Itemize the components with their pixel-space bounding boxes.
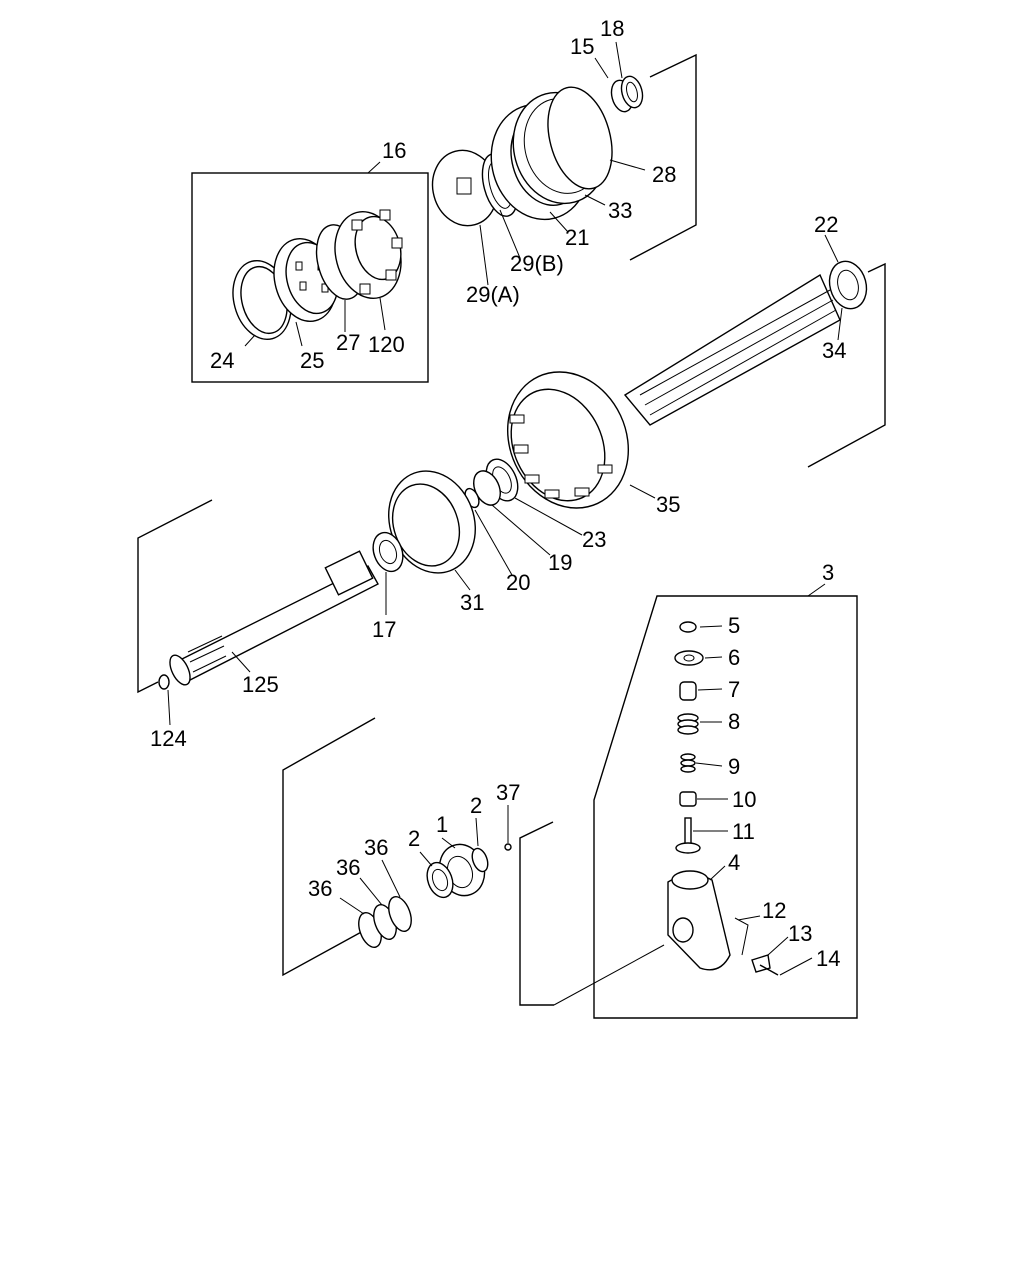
label-part-6: 6 [728,645,740,670]
top-bracket-lines [629,53,697,261]
part-35-clutch-drum-shaft [506,273,841,509]
part-7-cap [679,681,697,701]
label-part-124: 124 [150,726,187,751]
part-17-washer [372,531,404,573]
label-part-13: 13 [788,921,812,946]
part-120-carrier [334,209,403,300]
label-part-5: 5 [728,613,740,638]
label-part-36-middle: 36 [336,855,360,880]
group-16-box [191,161,429,383]
part-37-ball [504,843,512,851]
label-part-27: 27 [336,330,360,355]
top-pack-leaders [479,41,646,286]
label-part-36-bottom: 36 [308,876,332,901]
part-6-washer [674,650,704,666]
label-part-35: 35 [656,492,680,517]
label-part-20: 20 [506,570,530,595]
label-part-16: 16 [382,138,406,163]
part-18-bearing [620,75,644,109]
label-part-19: 19 [548,550,572,575]
label-part-4: 4 [728,850,740,875]
label-part-21: 21 [565,225,589,250]
part-12-bracket [734,917,749,956]
label-part-7: 7 [728,677,740,702]
label-part-33: 33 [608,198,632,223]
label-part-9: 9 [728,754,740,779]
label-part-2-left: 2 [408,826,420,851]
part-125-input-shaft [169,550,379,686]
label-part-12: 12 [762,898,786,923]
part-5-clip [679,621,697,633]
label-part-34: 34 [822,338,846,363]
part-8-spring [677,713,699,735]
label-part-2-right: 2 [470,793,482,818]
part-28-gear [547,86,613,190]
part-11-pin [675,817,701,854]
label-part-25: 25 [300,348,324,373]
label-part-29a: 29(A) [466,282,520,307]
label-part-36-top: 36 [364,835,388,860]
input-shaft-leaders [167,651,251,726]
label-part-125: 125 [242,672,279,697]
center-leaders [385,234,843,615]
label-part-29b: 29(B) [510,251,564,276]
part-4-valve-body [667,870,731,971]
part-124-snap-ring [158,674,170,690]
part-2-ring [426,861,454,899]
label-part-15: 15 [570,34,594,59]
label-part-17: 17 [372,617,396,642]
part-36-seal-rings [358,896,412,948]
label-part-22: 22 [814,212,838,237]
label-part-23: 23 [582,527,606,552]
part-14-bolt [759,964,779,976]
part-2-ring-b [471,847,489,873]
part-22-bearing [828,260,868,310]
lower-leaders [339,805,509,915]
label-part-14: 14 [816,946,840,971]
part-9-spring [680,753,696,773]
part-labels: 16 24 25 27 120 18 15 28 33 21 29(B) 29(… [150,16,846,971]
label-part-28: 28 [652,162,676,187]
label-part-1: 1 [436,812,448,837]
label-part-37: 37 [496,780,520,805]
part-10-plug [679,791,697,807]
label-part-31: 31 [460,590,484,615]
right-bracket-lines [807,262,886,468]
left-bracket-lines [137,499,213,694]
label-part-120: 120 [368,332,405,357]
part-31-ring-gear [388,470,476,574]
label-part-24: 24 [210,348,234,373]
label-part-3: 3 [822,560,834,585]
label-part-11: 11 [732,819,755,844]
label-part-8: 8 [728,709,740,734]
label-part-18: 18 [600,16,624,41]
group-16-leaders [244,297,386,347]
label-part-10: 10 [732,787,756,812]
group-3-leaders [553,625,813,1006]
group-3-box [593,583,858,1019]
lower-bracket-lines [282,717,554,1006]
